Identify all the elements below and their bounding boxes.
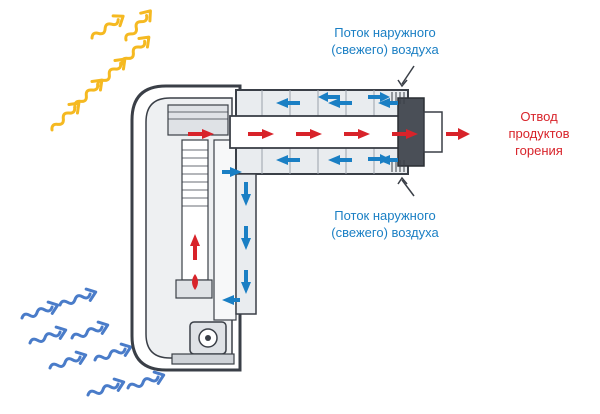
fresh-air-label-bottom-line2: (свежего) воздуха [331, 225, 439, 240]
exhaust-label: Отвод продуктов горения [484, 108, 594, 159]
exhaust-label-line3: горения [515, 143, 563, 158]
exhaust-flow-arrows [188, 128, 470, 290]
exhaust-label-line2: продуктов [508, 126, 570, 141]
fresh-air-label-top: Поток наружного (свежего) воздуха [300, 24, 470, 58]
fresh-air-label-top-line1: Поток наружного [334, 25, 436, 40]
coaxial-flue-pipe [229, 89, 443, 315]
fresh-air-flow-arrows [222, 92, 398, 305]
fresh-air-label-bottom: Поток наружного (свежего) воздуха [300, 207, 470, 241]
exhaust-label-line1: Отвод [520, 109, 558, 124]
fresh-air-label-top-line2: (свежего) воздуха [331, 42, 439, 57]
vertical-air-duct [213, 139, 237, 321]
fresh-air-label-bottom-line1: Поток наружного [334, 208, 436, 223]
label-leader-arrows [397, 65, 415, 197]
